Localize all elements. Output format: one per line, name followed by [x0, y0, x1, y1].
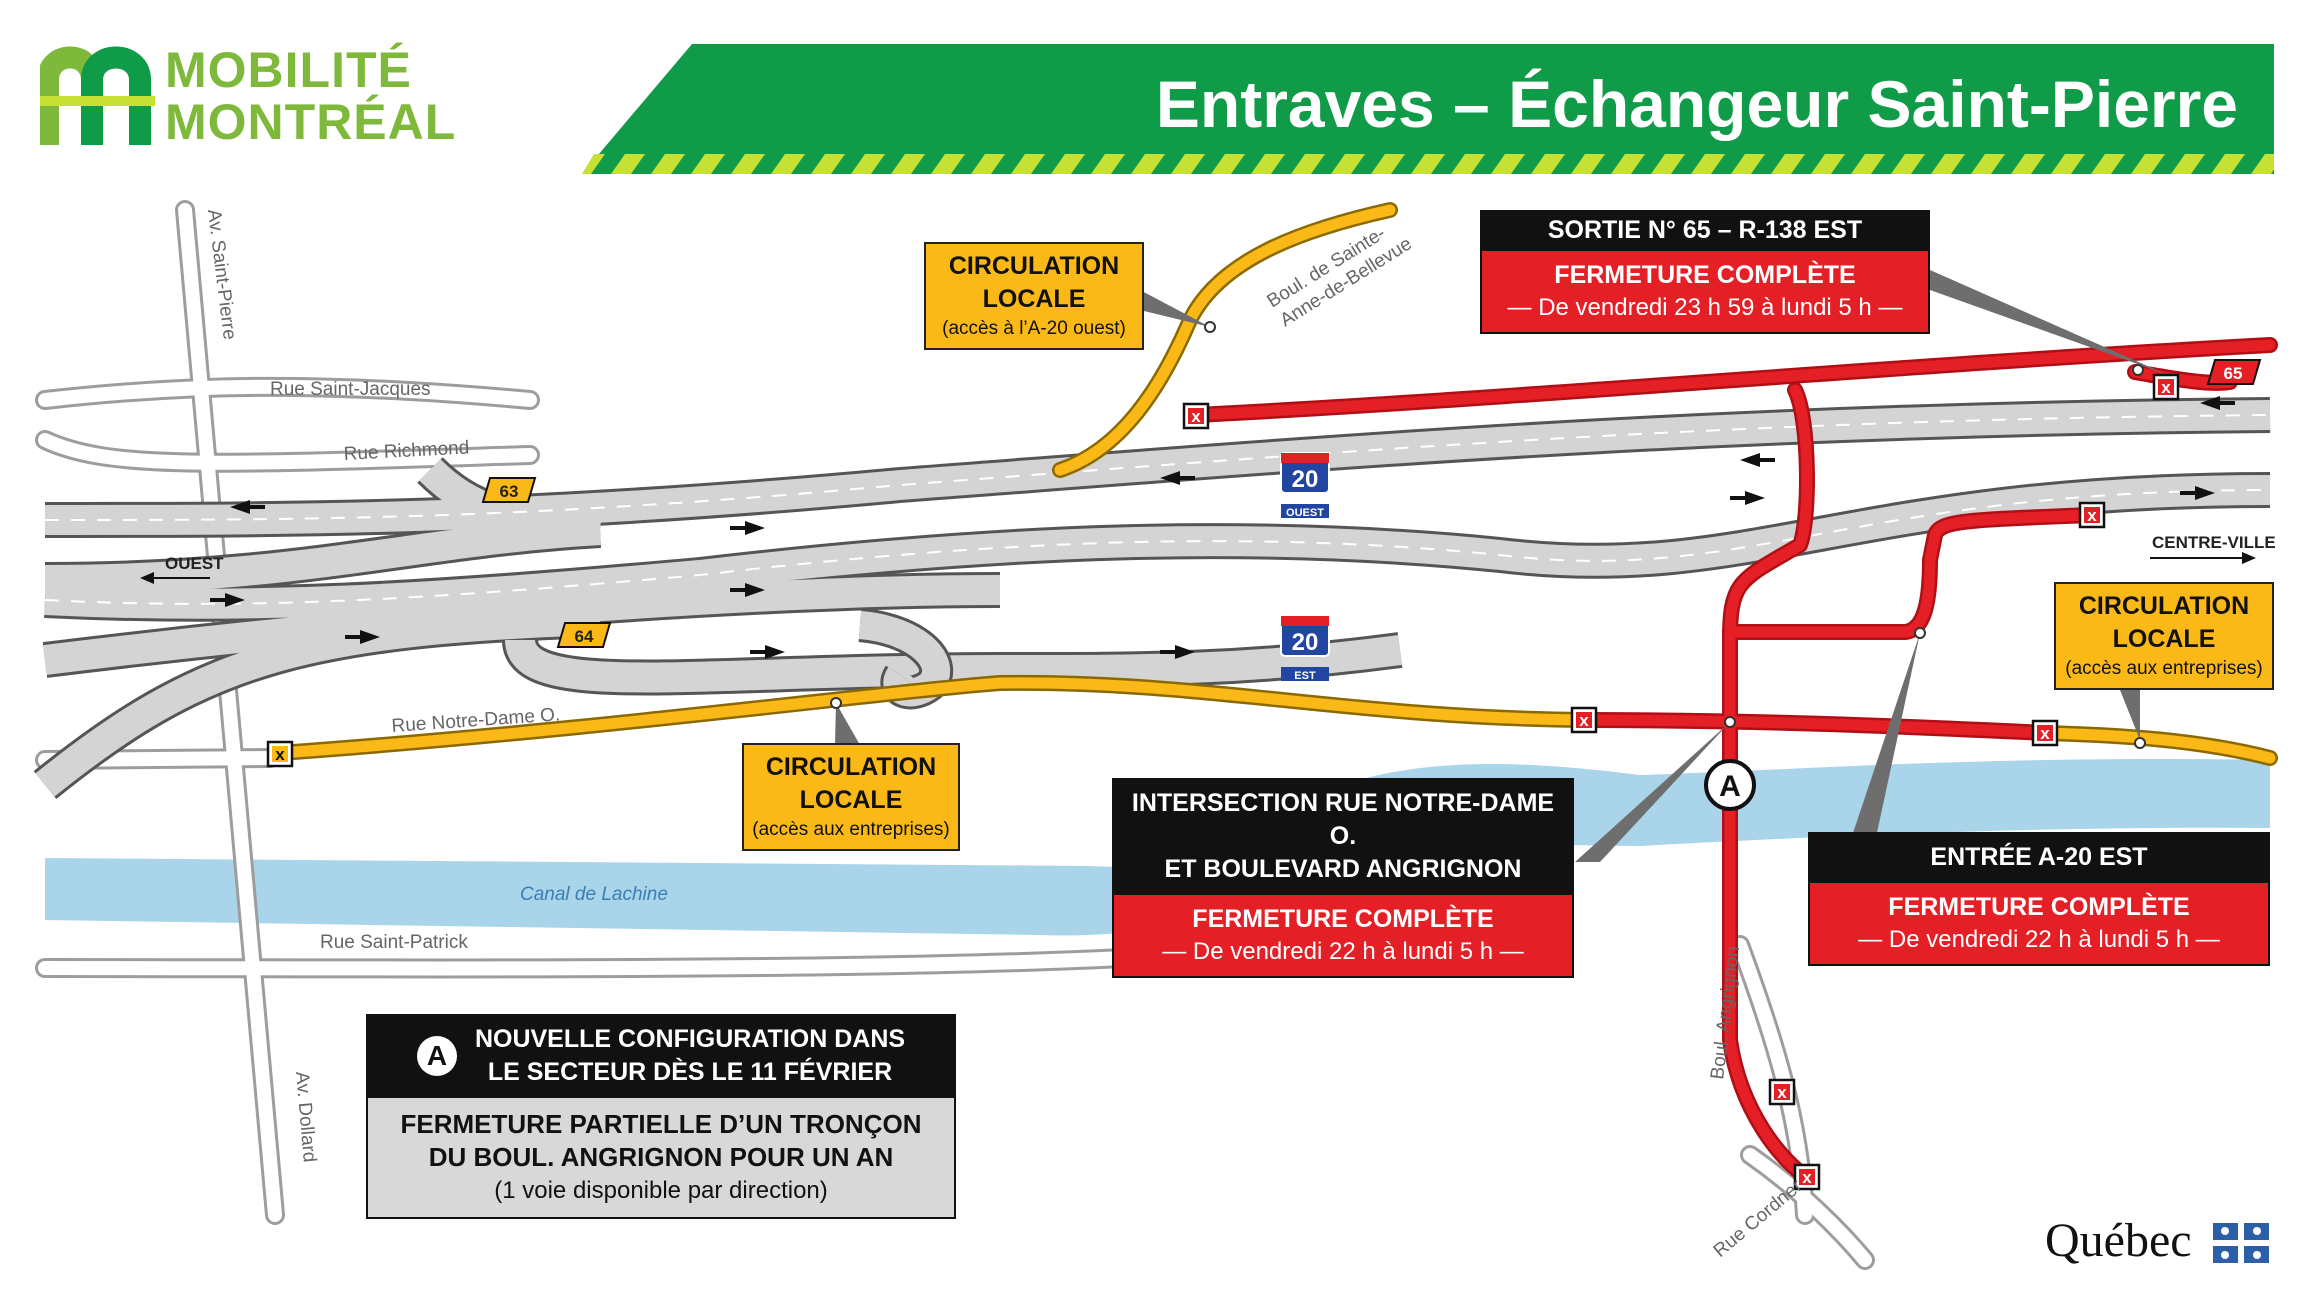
- av-dollard-label: Av. Dollard: [291, 1071, 320, 1164]
- callout-intersection: INTERSECTION RUE NOTRE-DAME O. ET BOULEV…: [1112, 778, 1574, 978]
- a20-est-number: 20: [1292, 629, 1319, 656]
- callout-title: LOCALE: [982, 285, 1086, 313]
- svg-text:x: x: [2087, 506, 2097, 525]
- marker-a-label: A: [1719, 770, 1741, 803]
- logo-m-icon: [40, 46, 155, 145]
- closure-x-icon: x: [1793, 1163, 1821, 1191]
- callout-title: LOCALE: [799, 786, 903, 814]
- svg-text:x: x: [2040, 724, 2050, 743]
- closure-type: FERMETURE COMPLÈTE: [1554, 261, 1856, 289]
- closure-type: FERMETURE PARTIELLE D’UN TRONÇON: [400, 1109, 922, 1139]
- exit-64-label: 64: [575, 627, 594, 646]
- closure-x-icon: x: [2152, 373, 2180, 401]
- callout-pointers: [835, 270, 2168, 862]
- callout-heading: SORTIE N° 65 – R-138 EST: [1480, 210, 1930, 251]
- centre-ville-direction: CENTRE-VILLE: [2150, 533, 2276, 564]
- pointer-dots: [830, 321, 2146, 749]
- callout-subtitle: (accès aux entreprises): [752, 819, 950, 840]
- local-x-icon: x: [266, 740, 294, 768]
- ouest-label: OUEST: [165, 554, 224, 573]
- marker-a: A: [1704, 759, 1756, 811]
- svg-text:x: x: [275, 745, 285, 764]
- closure-note: (1 voie disponible par direction): [494, 1177, 828, 1204]
- callout-heading: ENTRÉE A-20 EST: [1808, 832, 2270, 883]
- ouest-direction: OUEST: [140, 554, 224, 584]
- exit-63-label: 63: [500, 482, 519, 501]
- callout-heading: NOUVELLE CONFIGURATION DANS: [474, 1025, 906, 1053]
- closure-x-icon: x: [2078, 501, 2106, 529]
- local-traffic-routes: [272, 202, 2278, 766]
- direction-arrows: [210, 396, 2235, 659]
- banner-background: [582, 44, 2274, 174]
- closure-type: DU BOUL. ANGRIGNON POUR UN AN: [428, 1142, 894, 1172]
- title-banner: Entraves – Échangeur Saint-Pierre: [582, 44, 2274, 174]
- closure-schedule: — De vendredi 22 h à lundi 5 h —: [1858, 926, 2220, 953]
- exit-badges: 63 64 65: [481, 359, 2262, 648]
- callout-heading: INTERSECTION RUE NOTRE-DAME O.: [1131, 789, 1555, 850]
- closure-type: FERMETURE COMPLÈTE: [1192, 905, 1494, 933]
- callout-subtitle: (accès aux entreprises): [2065, 658, 2263, 679]
- exit-63-badge: [481, 477, 537, 503]
- closure-schedule: — De vendredi 23 h 59 à lundi 5 h —: [1507, 294, 1903, 321]
- a20-ouest-shield: 20 OUEST: [1280, 452, 1330, 519]
- closure-x-icon: x: [2031, 719, 2059, 747]
- mobilite-montreal-logo: MOBILITÉ MONTRÉAL: [40, 40, 455, 155]
- closure-x-icon: x: [1570, 706, 1598, 734]
- exit-64-badge: [556, 622, 612, 648]
- callout-local-notre-dame: CIRCULATION LOCALE (accès aux entreprise…: [742, 743, 960, 851]
- page-title: Entraves – Échangeur Saint-Pierre: [1155, 67, 2238, 141]
- a20-ouest-direction: OUEST: [1286, 507, 1324, 519]
- closure-schedule: — De vendredi 22 h à lundi 5 h —: [1162, 938, 1524, 965]
- fleur-de-lys-flag-icon: [2213, 1223, 2269, 1263]
- quebec-logo: Québec: [2045, 1213, 2275, 1273]
- canal-lachine-label: Canal de Lachine: [520, 884, 668, 905]
- a20-ouest-number: 20: [1292, 466, 1319, 493]
- a20-est-direction: EST: [1294, 670, 1316, 682]
- callout-local-east: CIRCULATION LOCALE (accès aux entreprise…: [2054, 582, 2274, 690]
- exit-65-badge: [2206, 359, 2262, 385]
- svg-text:x: x: [1777, 1083, 1787, 1102]
- logo-line1: MOBILITÉ: [165, 42, 412, 98]
- quebec-wordmark: Québec: [2045, 1214, 2192, 1267]
- closure-markers: x x x x x x x x: [266, 373, 2180, 1191]
- callout-entree-a20-est: ENTRÉE A-20 EST FERMETURE COMPLÈTE — De …: [1808, 832, 2270, 966]
- exit-65-label: 65: [2224, 364, 2243, 383]
- callout-subtitle: (accès à l’A-20 ouest): [942, 318, 1126, 339]
- callout-local-a20: CIRCULATION LOCALE (accès à l’A-20 ouest…: [924, 242, 1144, 350]
- closure-x-icon: x: [1768, 1078, 1796, 1106]
- closed-routes: [1187, 337, 2278, 1188]
- svg-text:x: x: [1802, 1168, 1812, 1187]
- logo-line2: MONTRÉAL: [165, 94, 457, 150]
- rue-cordner-label: Rue Cordner: [1710, 1175, 1807, 1261]
- svg-text:x: x: [2161, 378, 2171, 397]
- callout-title: CIRCULATION: [2078, 592, 2250, 620]
- callout-title: CIRCULATION: [948, 252, 1120, 280]
- closure-x-icon: x: [1182, 402, 1210, 430]
- svg-text:x: x: [1191, 407, 1201, 426]
- callout-sortie-65: SORTIE N° 65 – R-138 EST FERMETURE COMPL…: [1480, 210, 1930, 334]
- rue-saint-patrick-label: Rue Saint-Patrick: [320, 932, 468, 953]
- av-saint-pierre-label: Av. Saint-Pierre: [203, 208, 240, 341]
- callout-title: CIRCULATION: [765, 753, 937, 781]
- a20-est-shield: 20 EST: [1280, 615, 1330, 682]
- closure-type: FERMETURE COMPLÈTE: [1888, 893, 2190, 921]
- callout-title: LOCALE: [2112, 625, 2216, 653]
- svg-text:x: x: [1579, 711, 1589, 730]
- callout-heading: ET BOULEVARD ANGRIGNON: [1164, 855, 1522, 883]
- callout-new-configuration: A NOUVELLE CONFIGURATION DANS LE SECTEUR…: [366, 1014, 956, 1219]
- centre-ville-label: CENTRE-VILLE: [2152, 533, 2276, 552]
- rue-saint-jacques-label: Rue Saint-Jacques: [270, 379, 431, 400]
- callout-heading: LE SECTEUR DÈS LE 11 FÉVRIER: [487, 1058, 893, 1086]
- marker-a-badge: A: [416, 1036, 457, 1076]
